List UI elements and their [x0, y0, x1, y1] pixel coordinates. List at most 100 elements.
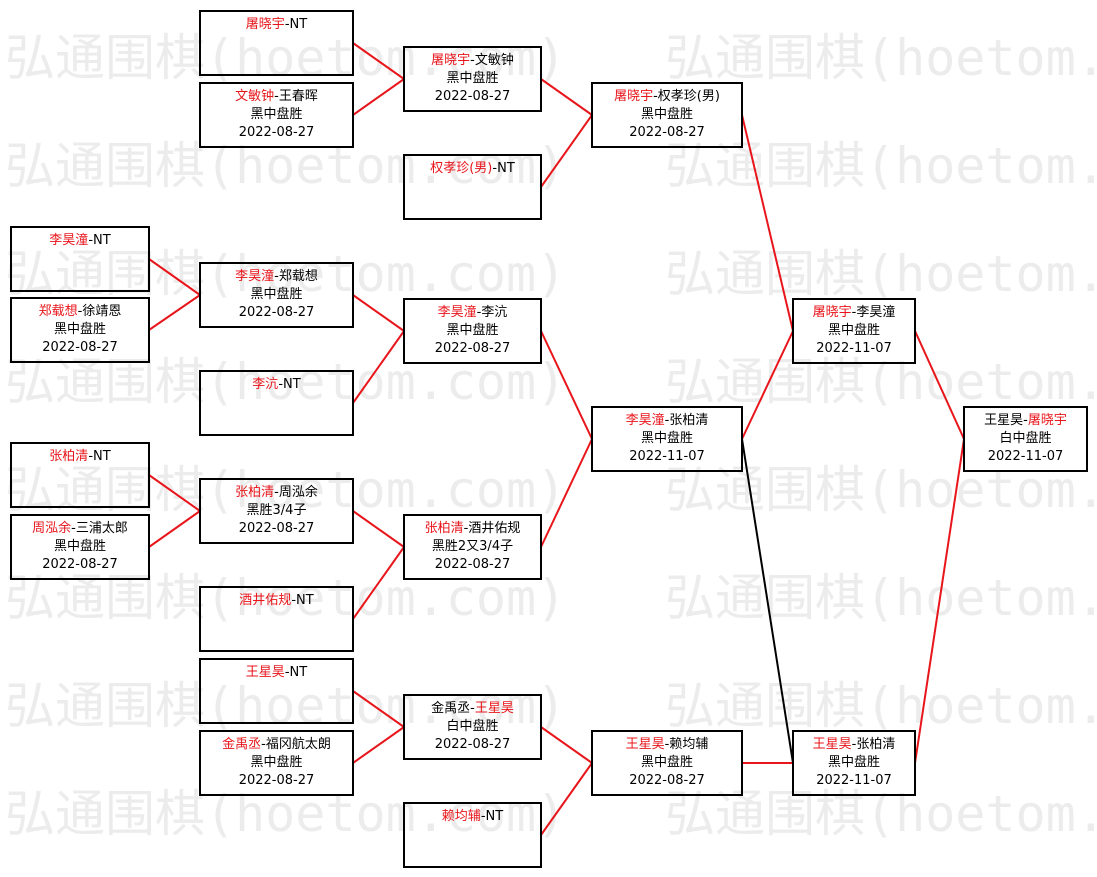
player-separator: -: [77, 304, 83, 319]
connector-r5-2-final: [914, 438, 965, 764]
player-2-name: 李沆: [481, 305, 508, 320]
match-result: 黑中盘胜: [446, 71, 499, 86]
player-separator: -: [1023, 413, 1028, 428]
player-separator: -: [284, 665, 290, 680]
player-1-name: 王星昊: [245, 665, 285, 680]
player-2-name: NT: [289, 665, 308, 680]
connector-r4-2-r5-1: [741, 330, 794, 440]
match-box-r2-4[interactable]: 酒井佑规-NT: [199, 586, 354, 652]
connector-r2-1-r3-3: [352, 294, 405, 332]
player-1-name: 王星昊: [812, 737, 852, 752]
match-players: 屠晓宇-权孝珍(男): [593, 88, 741, 106]
match-players: 王星昊-屠晓宇: [965, 412, 1086, 430]
player-separator: -: [274, 485, 279, 500]
connector-r1-1-r3-1: [352, 42, 405, 80]
player-separator: -: [492, 161, 498, 176]
player-separator: -: [278, 377, 284, 392]
player-2-name: NT: [497, 161, 515, 176]
match-box-r1-1[interactable]: 屠晓宇-NT: [199, 10, 354, 76]
player-2-name: 屠晓宇: [1027, 413, 1067, 428]
player-separator: -: [261, 737, 266, 752]
player-2-name: 酒井佑规: [468, 521, 521, 536]
match-date: 2022-08-27: [629, 125, 705, 140]
connector-r1-4-r2-1: [148, 294, 201, 331]
player-1-name: 屠晓宇: [431, 53, 471, 68]
match-players: 李沆-NT: [201, 376, 352, 394]
player-1-name: 张柏清: [235, 485, 275, 500]
watermark-text: 弘通围棋(hoetom.com): [665, 677, 1097, 735]
match-players: 权孝珍(男)-NT: [405, 160, 540, 178]
player-2-name: NT: [289, 17, 308, 32]
player-1-name: 屠晓宇: [614, 89, 654, 104]
player-separator: -: [480, 809, 486, 824]
match-date: 2022-08-27: [238, 305, 315, 320]
player-separator: -: [284, 17, 290, 32]
player-1-name: 李沆: [252, 377, 279, 392]
match-result: 黑中盘胜: [53, 539, 106, 554]
match-box-r3-6[interactable]: 赖均辅-NT: [403, 802, 542, 868]
player-2-name: 福冈航太朗: [265, 737, 331, 752]
match-date: 2022-11-07: [816, 773, 892, 788]
match-result: 黑中盘胜: [827, 323, 880, 338]
connector-r2-2-r3-3: [352, 330, 405, 404]
player-1-name: 酒井佑规: [239, 593, 292, 608]
player-1-name: 文敏钟: [235, 89, 275, 104]
connector-r3-5-r4-3: [540, 726, 593, 764]
watermark-text: 弘通围棋(hoetom.com): [5, 461, 566, 519]
connector-r3-2-r4-1: [540, 114, 593, 188]
player-2-name: 王星昊: [474, 701, 514, 716]
player-2-name: 赖均辅: [669, 737, 709, 752]
match-box-r3-2[interactable]: 权孝珍(男)-NT: [403, 154, 542, 220]
match-players: 李昊潼-郑载想: [201, 268, 352, 286]
match-players: 王星昊-张柏清: [794, 736, 914, 754]
connector-r2-6-r3-5: [352, 726, 405, 764]
match-box-r1-5[interactable]: 张柏清-NT: [10, 442, 150, 508]
match-box-r1-3[interactable]: 李昊潼-NT: [10, 226, 150, 292]
player-1-name: 李昊潼: [235, 269, 275, 284]
match-result: 黑胜2又3/4子: [431, 539, 514, 554]
watermark-text: 弘通围棋(hoetom.com): [5, 245, 566, 303]
player-1-name: 张柏清: [49, 449, 89, 464]
match-players: 金禹丞-福冈航太朗: [201, 736, 352, 754]
match-players: 屠晓宇-文敏钟: [405, 52, 540, 70]
match-players: 李昊潼-李沆: [405, 304, 540, 322]
player-1-name: 李昊潼: [625, 413, 665, 428]
match-box-r2-5[interactable]: 王星昊-NT: [199, 658, 354, 724]
player-separator: -: [88, 233, 94, 248]
player-1-name: 权孝珍(男): [430, 161, 493, 176]
player-2-name: NT: [93, 449, 111, 464]
match-date: 2022-08-27: [42, 557, 118, 572]
player-1-name: 赖均辅: [441, 809, 481, 824]
match-box-r2-2[interactable]: 李沆-NT: [199, 370, 354, 436]
match-players: 郑载想-徐靖恩: [12, 303, 148, 321]
player-separator: -: [476, 305, 482, 320]
player-separator: -: [470, 53, 475, 68]
connector-r1-5-r2-3: [148, 474, 201, 512]
match-players: 王星昊-NT: [201, 664, 352, 682]
player-separator: -: [664, 737, 670, 752]
connector-r1-3-r2-1: [148, 258, 201, 296]
connector-r3-1-r4-1: [540, 78, 593, 116]
player-separator: -: [851, 305, 857, 320]
player-1-name: 屠晓宇: [245, 17, 285, 32]
match-date: 2022-08-27: [629, 773, 705, 788]
player-separator: -: [653, 89, 658, 104]
match-date: 2022-11-07: [816, 341, 892, 356]
